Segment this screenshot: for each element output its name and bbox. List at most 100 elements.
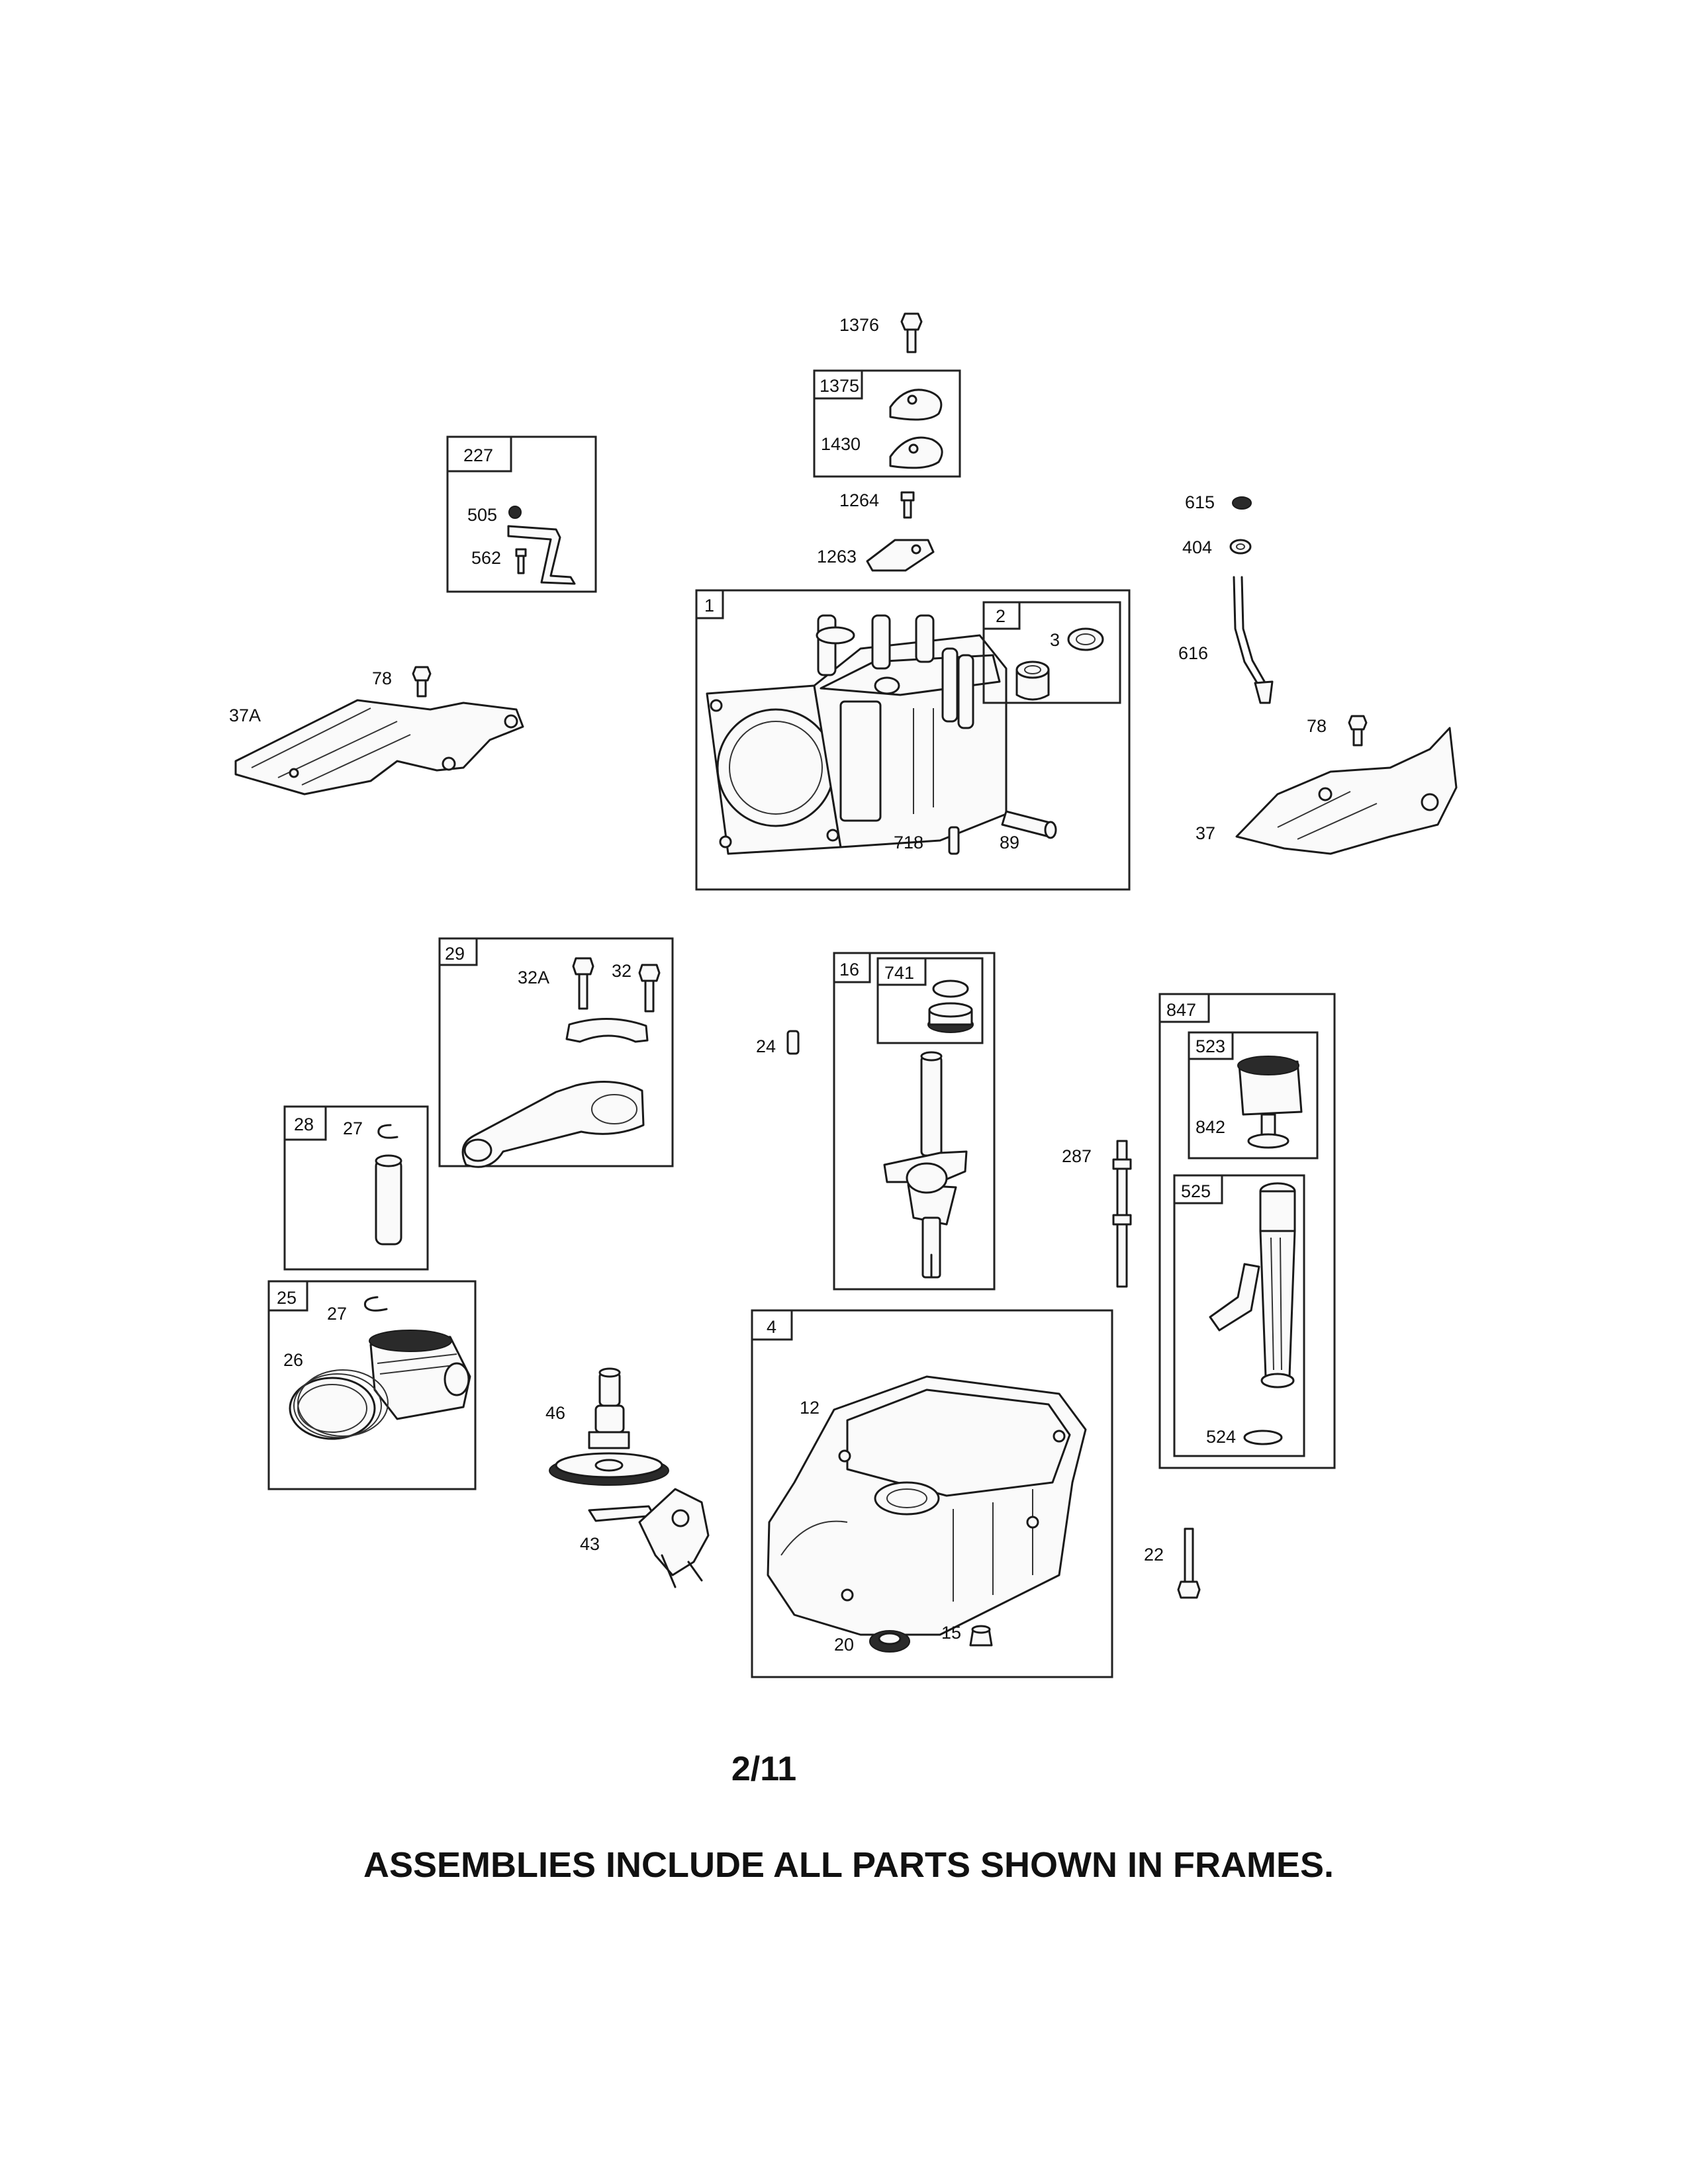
frame-box: [833, 952, 996, 1291]
label-287: 287: [1062, 1146, 1092, 1166]
frame-box: [1158, 993, 1336, 1469]
label-32: 32: [612, 961, 632, 981]
frame-1375: 1375 1430: [813, 369, 961, 478]
frame-525: 525 524: [1173, 1174, 1305, 1457]
seal-3-icon: [1067, 627, 1104, 651]
label-1376: 1376: [839, 315, 879, 335]
oring-524-icon: [1243, 1430, 1283, 1445]
label-741: 741: [884, 963, 914, 983]
part-1376-bolt: 1376: [839, 312, 923, 353]
cylinder-block-icon: [706, 614, 1008, 855]
frame-tab: [751, 1309, 793, 1341]
frame-741: 741: [876, 957, 984, 1044]
label-404: 404: [1182, 537, 1212, 557]
label-16: 16: [839, 960, 859, 979]
frame-box: [751, 1309, 1113, 1678]
label-1: 1: [704, 596, 714, 615]
label-32A: 32A: [518, 968, 549, 987]
label-2: 2: [996, 606, 1006, 626]
clip-27b-icon: [363, 1296, 388, 1312]
label-25: 25: [277, 1288, 297, 1308]
frame-box: [695, 589, 1131, 891]
label-847: 847: [1166, 1000, 1196, 1020]
frame-523: 523 842: [1188, 1031, 1319, 1160]
part-616-rod: 616: [1178, 576, 1274, 704]
part-404-washer: 404: [1182, 537, 1252, 557]
label-78-left: 78: [372, 668, 392, 688]
part-78-bolt-left: 78: [372, 666, 432, 698]
label-27-frame-25: 27: [327, 1304, 347, 1324]
label-505: 505: [467, 505, 497, 525]
frame-2: 2 3: [982, 601, 1121, 704]
frame-tab: [1158, 993, 1210, 1023]
part-24-key: 24: [756, 1030, 800, 1056]
frame-1: 1 2 3: [695, 589, 1131, 891]
part-1264-screw: 1264: [839, 490, 915, 519]
frame-29: 29 32A 32: [438, 937, 674, 1168]
label-27-frame-28: 27: [343, 1118, 363, 1138]
part-287-stud: 287: [1062, 1140, 1132, 1288]
label-227: 227: [463, 445, 493, 465]
crankcase-icon: [767, 1375, 1087, 1636]
label-37: 37: [1196, 823, 1215, 843]
nut-505-icon: [508, 506, 522, 519]
label-46: 46: [545, 1403, 565, 1423]
frame-tab: [813, 369, 863, 400]
frame-4: 4 12 20 15: [751, 1309, 1113, 1678]
frame-tab: [1173, 1174, 1223, 1205]
label-524: 524: [1206, 1427, 1236, 1447]
label-20: 20: [834, 1635, 854, 1655]
frame-tab: [876, 957, 927, 986]
label-12: 12: [800, 1398, 820, 1418]
frame-tab: [267, 1280, 308, 1312]
bracket-227-icon: [507, 525, 576, 585]
piston-pin-icon: [375, 1158, 402, 1246]
pin-718-icon: [948, 826, 960, 855]
frame-tab: [283, 1105, 327, 1141]
label-24: 24: [756, 1036, 776, 1056]
frame-tab: [438, 937, 478, 966]
frame-box: [446, 435, 597, 593]
label-22: 22: [1144, 1545, 1164, 1565]
crankshaft-icon: [883, 1051, 968, 1279]
part-1263-plate: 1263: [817, 539, 935, 572]
part-37-shield: 37: [1196, 727, 1458, 855]
page-number: 2/11: [731, 1750, 796, 1788]
frame-tab: [982, 601, 1021, 630]
label-43: 43: [580, 1534, 600, 1554]
frame-box: [267, 1280, 477, 1490]
frame-16: 16 741: [833, 952, 996, 1291]
part-43-governor: 43: [580, 1488, 710, 1588]
label-26: 26: [283, 1350, 303, 1370]
clip-27-icon: [377, 1124, 399, 1139]
part-37A-shield: 37A: [229, 699, 524, 796]
assembly-caption: ASSEMBLIES INCLUDE ALL PARTS SHOWN IN FR…: [363, 1845, 1334, 1885]
oring-842-icon: [1247, 1133, 1289, 1149]
label-525: 525: [1181, 1181, 1211, 1201]
label-37A: 37A: [229, 705, 261, 725]
label-562: 562: [471, 548, 501, 568]
label-842: 842: [1196, 1117, 1225, 1137]
part-615-nut: 615: [1185, 492, 1252, 512]
dipstick-tube-icon: [1209, 1182, 1296, 1388]
label-78-right: 78: [1307, 716, 1327, 736]
piston-icon: [369, 1330, 471, 1420]
label-615: 615: [1185, 492, 1215, 512]
frame-tab: [446, 435, 512, 473]
label-29: 29: [445, 944, 465, 964]
label-718: 718: [894, 833, 923, 852]
frame-tab: [695, 589, 724, 619]
frame-227: 227 505 562: [446, 435, 597, 593]
label-89: 89: [1000, 833, 1019, 852]
label-1430: 1430: [821, 434, 861, 454]
label-1263: 1263: [817, 547, 857, 567]
label-4: 4: [767, 1317, 776, 1337]
frame-box: [1188, 1031, 1319, 1160]
label-616: 616: [1178, 643, 1208, 663]
label-3: 3: [1050, 630, 1060, 650]
label-15: 15: [941, 1623, 961, 1643]
label-28: 28: [294, 1115, 314, 1134]
gasket-1375-icon: [889, 388, 943, 421]
part-22-bolt: 22: [1144, 1527, 1201, 1599]
